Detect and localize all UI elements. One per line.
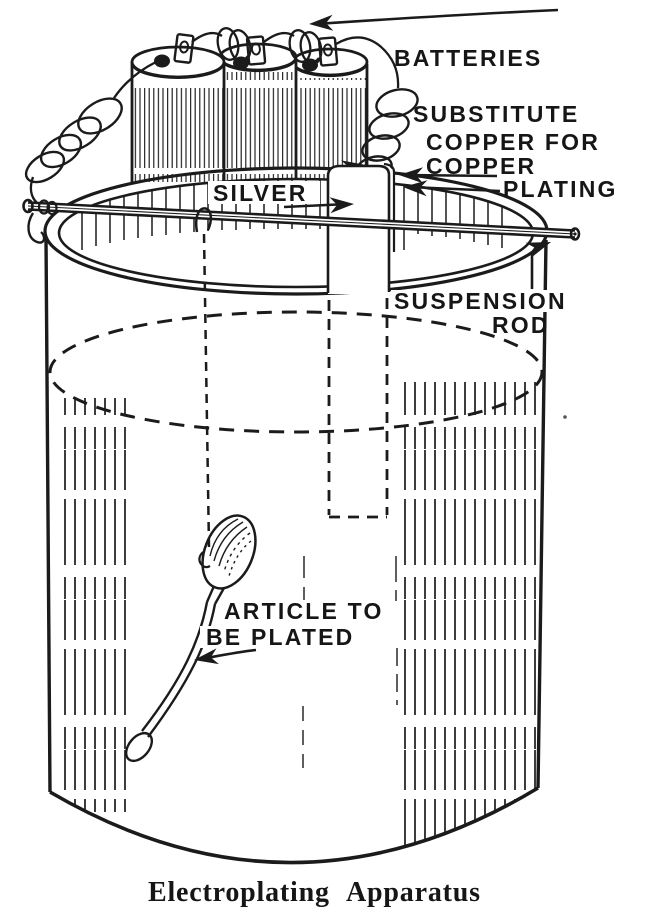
label-substitute-2: COPPER FOR: [426, 129, 600, 155]
label-article-bg-2: [200, 626, 376, 648]
tank-stray-streaks: [302, 556, 398, 768]
tank-vat: [44, 237, 567, 865]
spoon-bowl-shading: [209, 518, 252, 577]
label-article-1: ARTICLE TO: [224, 598, 384, 624]
label-silver-bg: [208, 181, 320, 204]
substitute-arrow-line-2: [409, 185, 501, 193]
rod-wire-wrap: [27, 199, 58, 244]
battery-terminal-plates: [154, 33, 339, 72]
silver-anode-strip: [326, 162, 396, 519]
strip-submerged-dashes: [327, 298, 389, 519]
figure-caption: Electroplating Apparatus: [148, 877, 481, 908]
label-substitute-3: COPPER: [426, 153, 536, 179]
label-substitute-4: PLATING: [503, 176, 618, 202]
label-substitute-1: SUBSTITUTE: [413, 101, 579, 127]
terminal-plate: [245, 35, 267, 66]
rod-end-right: [569, 227, 581, 241]
spoon-bowl: [201, 514, 257, 590]
terminal-hole: [250, 42, 261, 56]
label-article-bg-1: [218, 601, 404, 623]
wire-wrap-on-spoon: [198, 551, 211, 569]
spoon-handle: [141, 585, 226, 738]
labels: BATTERIES SUBSTITUTE COPPER FOR COPPER P…: [200, 45, 618, 650]
substitute-arrow-line-1: [405, 173, 498, 178]
label-batteries: BATTERIES: [394, 45, 542, 71]
wire-coil-left: [24, 97, 123, 204]
batteries-arrow-line: [315, 8, 559, 26]
article-hanger: [195, 207, 213, 549]
solution-level-dashes: [48, 310, 544, 434]
suspension-rod: [22, 198, 581, 244]
label-suspension-1: SUSPENSION: [394, 288, 567, 314]
hanger-wire-dashes: [202, 233, 211, 549]
spoon-handle-tip: [124, 731, 154, 763]
hanger-hook: [195, 207, 213, 233]
tank-wall-right: [536, 239, 548, 789]
terminal-hole: [322, 43, 333, 57]
terminal-knob: [154, 54, 170, 68]
tank-wall-streaks: [58, 382, 546, 852]
label-suspension-bg: [391, 290, 575, 312]
label-article-2: BE PLATED: [206, 624, 354, 650]
terminal-hole: [179, 40, 190, 54]
print-speck: [563, 415, 567, 419]
terminal-plate: [317, 36, 339, 67]
terminal-plate: [173, 33, 195, 64]
label-suspension-2: ROD: [492, 312, 550, 338]
battery-connecting-wires: [113, 27, 400, 99]
tank-wall-left: [44, 237, 52, 793]
spoon: [124, 514, 257, 763]
battery-bank: [113, 27, 400, 184]
rod-end-left: [22, 198, 34, 214]
label-silver: SILVER: [213, 180, 308, 206]
